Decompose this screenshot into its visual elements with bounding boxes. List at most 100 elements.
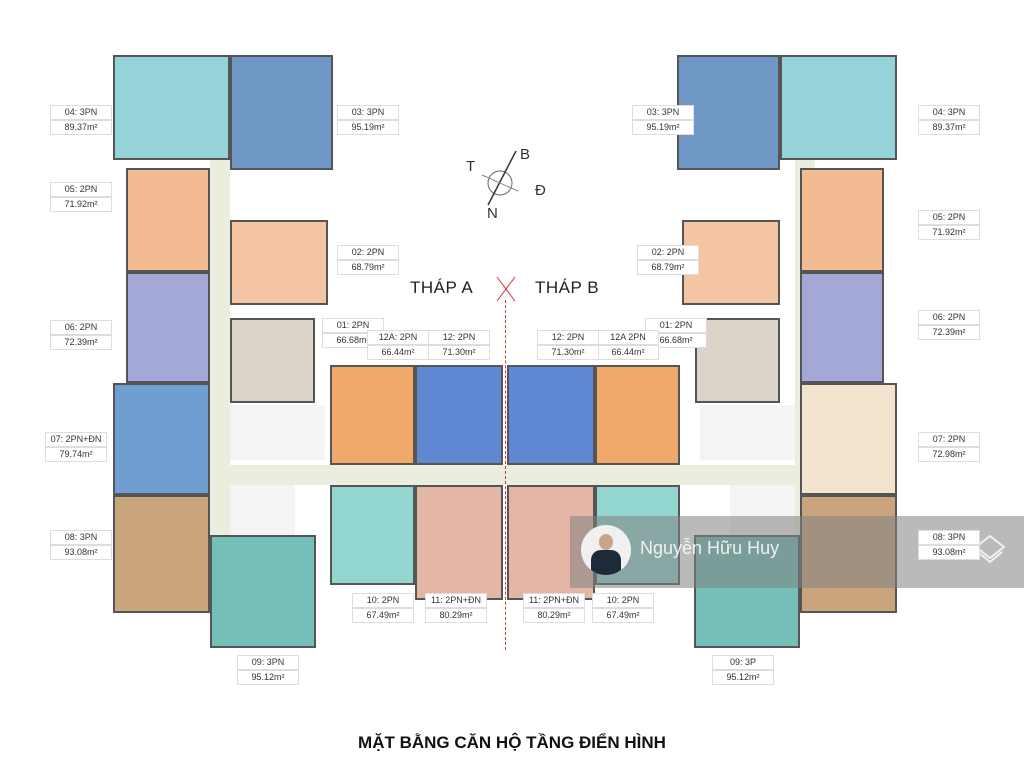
unit-area: 95.19m²: [337, 120, 399, 135]
unit-block-b: [800, 383, 897, 495]
unit-area: 66.44m²: [597, 345, 659, 360]
unit-block-b: [507, 365, 595, 465]
tower-divider-arrow-icon: [496, 276, 516, 302]
unit-area: 95.19m²: [632, 120, 694, 135]
unit-type: 07: 2PN: [918, 432, 980, 447]
core-b: [700, 405, 795, 460]
unit-area: 93.08m²: [918, 545, 980, 560]
unit-type: 08: 3PN: [918, 530, 980, 545]
tower-a-label: THÁP A: [410, 278, 474, 297]
unit-type: 04: 3PN: [50, 105, 112, 120]
unit-area: 71.92m²: [918, 225, 980, 240]
unit-area: 89.37m²: [50, 120, 112, 135]
unit-block-b: [595, 365, 680, 465]
unit-block-a: [126, 272, 210, 383]
unit-type: 11: 2PN+ĐN: [523, 593, 585, 608]
unit-area: 80.29m²: [425, 608, 487, 623]
unit-block-a: [230, 220, 328, 305]
unit-type: 12A 2PN: [597, 330, 659, 345]
unit-area: 95.12m²: [712, 670, 774, 685]
unit-block-a: [330, 485, 415, 585]
core-a: [230, 405, 325, 460]
compass-north: B: [520, 146, 531, 163]
corridor-a-vertical: [210, 125, 230, 535]
unit-type: 09: 3P: [712, 655, 774, 670]
unit-type: 01: 2PN: [645, 318, 707, 333]
unit-block-a: [330, 365, 415, 465]
tower-divider-line: [505, 300, 506, 650]
unit-area: 72.39m²: [918, 325, 980, 340]
unit-area: 71.30m²: [428, 345, 490, 360]
unit-area: 68.79m²: [637, 260, 699, 275]
unit-type: 06: 2PN: [50, 320, 112, 335]
unit-type: 11: 2PN+ĐN: [425, 593, 487, 608]
unit-block-a: [113, 383, 210, 495]
unit-type: 06: 2PN: [918, 310, 980, 325]
avatar: [581, 525, 631, 575]
unit-area: 72.39m²: [50, 335, 112, 350]
unit-area: 93.08m²: [50, 545, 112, 560]
unit-type: 03: 3PN: [337, 105, 399, 120]
unit-area: 67.49m²: [592, 608, 654, 623]
unit-block-a: [113, 55, 230, 160]
unit-block-a: [210, 535, 316, 648]
unit-type: 12A: 2PN: [367, 330, 429, 345]
unit-type: 02: 2PN: [337, 245, 399, 260]
unit-type: 04: 3PN: [918, 105, 980, 120]
unit-type: 01: 2PN: [322, 318, 384, 333]
unit-type: 10: 2PN: [352, 593, 414, 608]
unit-type: 02: 2PN: [637, 245, 699, 260]
unit-block-b: [800, 272, 884, 383]
unit-area: 71.30m²: [537, 345, 599, 360]
unit-area: 71.92m²: [50, 197, 112, 212]
watermark-name: Nguyễn Hữu Huy: [640, 538, 780, 558]
unit-area: 89.37m²: [918, 120, 980, 135]
unit-block-b: [800, 168, 884, 272]
unit-block-b: [780, 55, 897, 160]
unit-type: 08: 3PN: [50, 530, 112, 545]
unit-type: 09: 3PN: [237, 655, 299, 670]
compass-icon: [481, 150, 519, 206]
unit-area: 66.44m²: [367, 345, 429, 360]
unit-type: 10: 2PN: [592, 593, 654, 608]
unit-type: 03: 3PN: [632, 105, 694, 120]
unit-area: 80.29m²: [523, 608, 585, 623]
unit-block-a: [415, 485, 503, 600]
unit-type: 05: 2PN: [50, 182, 112, 197]
plan-title: MẶT BẰNG CĂN HỘ TẦNG ĐIỂN HÌNH: [358, 733, 666, 752]
corridor-b-horizontal: [505, 465, 815, 485]
compass-west: T: [466, 158, 476, 175]
compass-east: Đ: [535, 182, 546, 199]
unit-block-b: [695, 318, 780, 403]
unit-block-a: [230, 55, 333, 170]
unit-type: 07: 2PN+ĐN: [45, 432, 107, 447]
unit-block-a: [126, 168, 210, 272]
unit-area: 68.79m²: [337, 260, 399, 275]
stair-a: [230, 485, 295, 535]
corridor-a-horizontal: [210, 465, 505, 485]
